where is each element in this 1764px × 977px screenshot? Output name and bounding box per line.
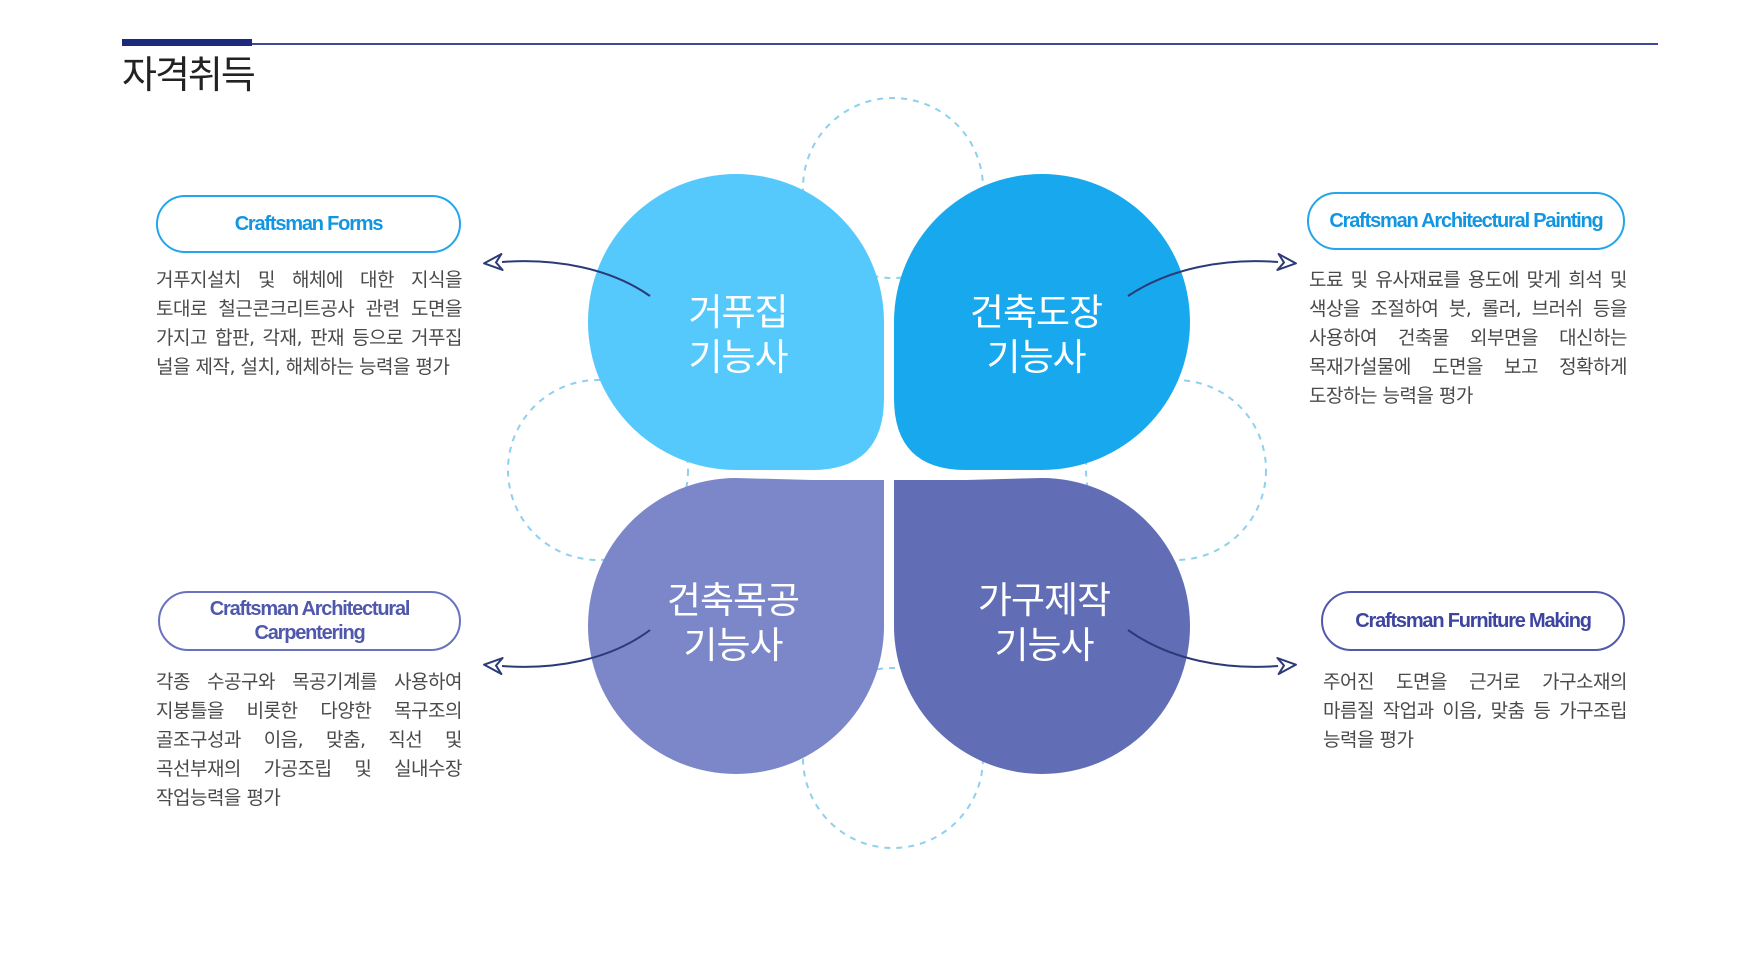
dashed-circle-left bbox=[507, 379, 689, 561]
petal-painting-line2: 기능사 bbox=[986, 336, 1086, 379]
pill-craftsman-furniture-making: Craftsman Furniture Making bbox=[1321, 591, 1625, 651]
petal-formwork bbox=[588, 174, 884, 470]
petal-carpentry-line2: 기능사 bbox=[683, 624, 783, 667]
page-title: 자격취득 bbox=[122, 53, 256, 97]
petal-formwork-line1: 거푸집 bbox=[688, 291, 787, 334]
petal-furniture bbox=[894, 478, 1190, 774]
petal-furniture-line2: 기능사 bbox=[994, 624, 1094, 667]
arrow-painting bbox=[1127, 253, 1297, 297]
description-painting: 도료 및 유사재료를 용도에 맞게 희석 및 색상을 조절하여 붓, 롤러, 브… bbox=[1309, 269, 1628, 407]
arrow-formwork bbox=[483, 253, 651, 297]
petal-formwork-line2: 기능사 bbox=[688, 336, 788, 379]
description-carpentry: 각종 수공구와 목공기계를 사용하여 지붕틀을 비롯한 다양한 목구조의 골조구… bbox=[156, 671, 463, 809]
description-forms: 거푸지설치 및 해체에 대한 지식을 토대로 철근콘크리트공사 관련 도면을 가… bbox=[156, 269, 463, 378]
petal-painting-line1: 건축도장 bbox=[970, 291, 1102, 334]
petal-furniture-line1: 가구제작 bbox=[978, 579, 1110, 622]
petal-carpentry bbox=[588, 478, 884, 774]
header-rule bbox=[122, 43, 1658, 45]
pill-craftsman-architectural-painting: Craftsman Architectural Painting bbox=[1307, 192, 1625, 250]
pill-craftsman-architectural-carpentering: Craftsman Architectural Carpentering bbox=[158, 591, 461, 651]
pill-craftsman-forms: Craftsman Forms bbox=[156, 195, 461, 253]
arrow-carpentry bbox=[483, 629, 651, 675]
petal-carpentry-line1: 건축목공 bbox=[667, 579, 799, 622]
header-accent-bar bbox=[122, 39, 252, 46]
arrow-furniture bbox=[1127, 629, 1297, 675]
description-furniture: 주어진 도면을 근거로 가구소재의 마름질 작업과 이음, 맞춤 등 가구조립 … bbox=[1323, 671, 1628, 751]
petal-painting bbox=[894, 174, 1190, 470]
